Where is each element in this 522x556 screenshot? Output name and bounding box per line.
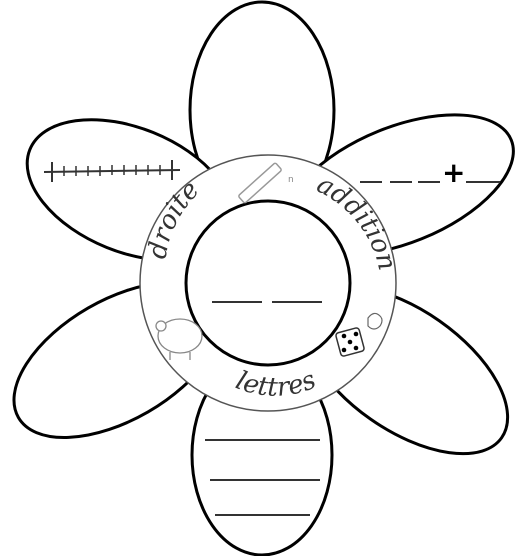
pencil-mark: n <box>288 175 294 185</box>
plus-sign: + <box>442 156 465 189</box>
center-circle <box>186 201 350 365</box>
